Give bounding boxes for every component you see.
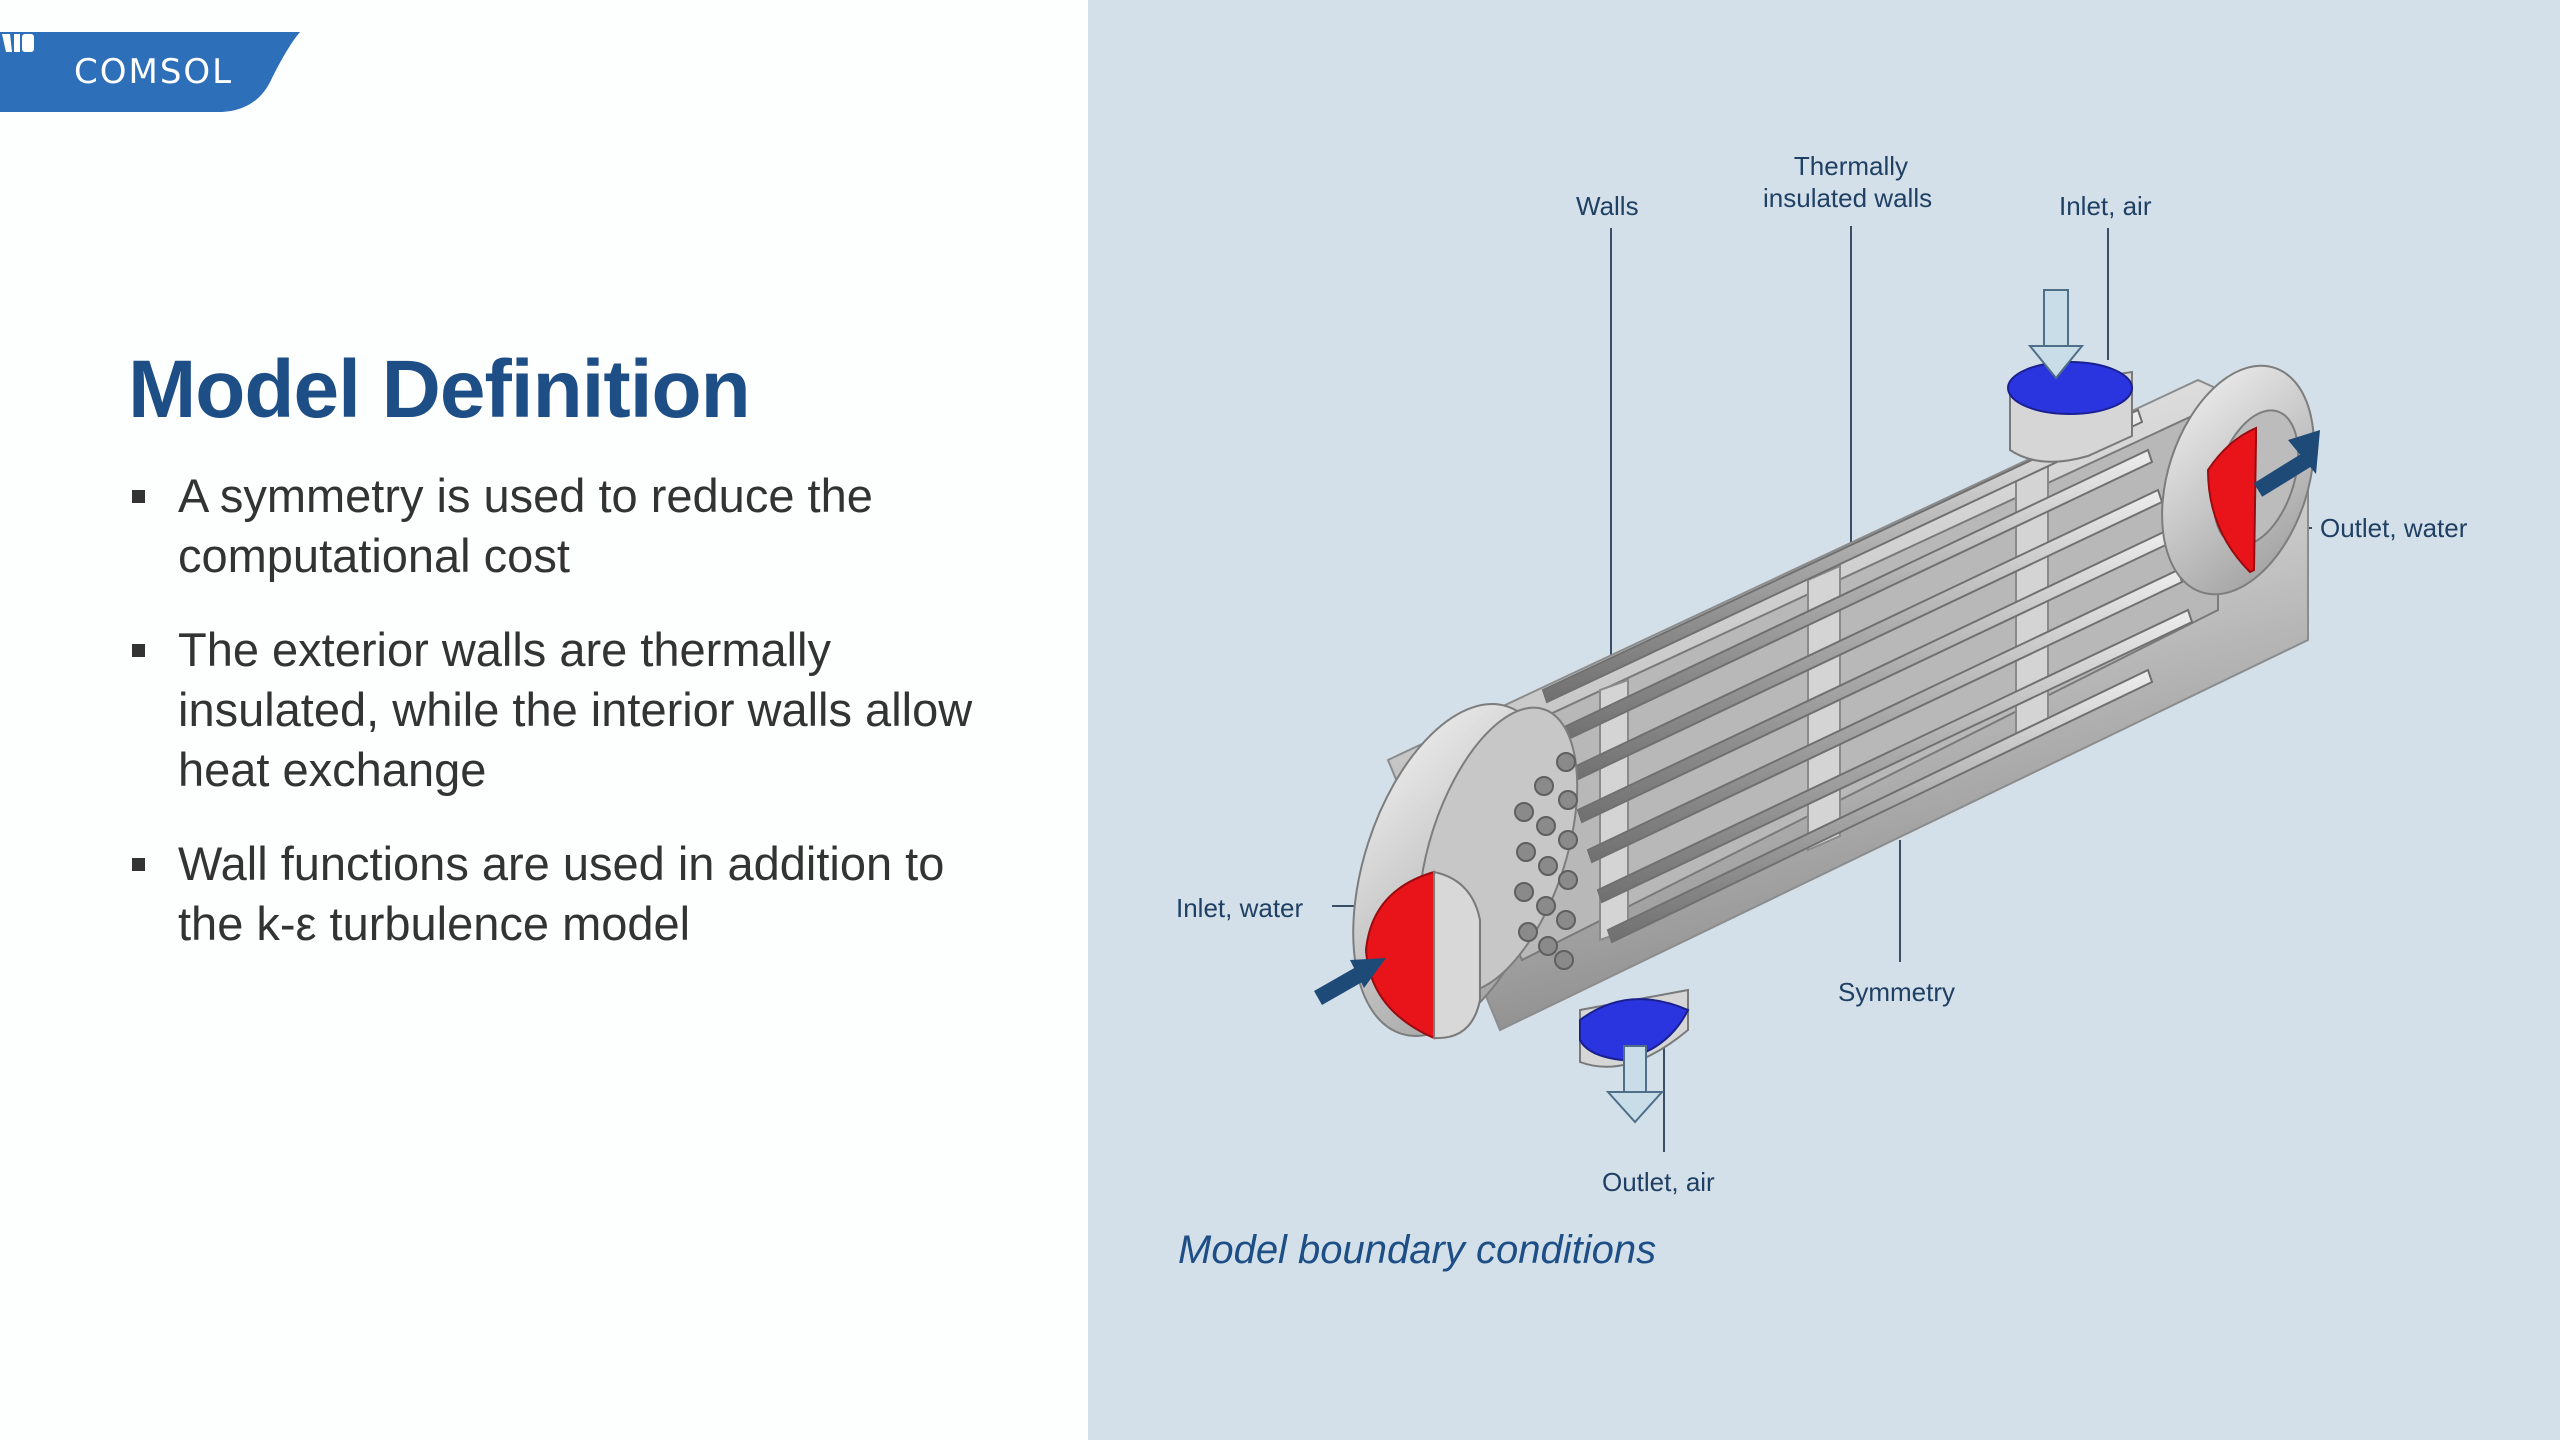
bullet-text: Wall functions are used in addition to t… bbox=[178, 837, 945, 950]
page-title: Model Definition bbox=[128, 344, 751, 435]
bullet-text: The exterior walls are thermally insulat… bbox=[178, 623, 973, 796]
inlet-air-nozzle bbox=[2007, 361, 2133, 463]
figure-panel: Walls Thermally insulated walls Inlet, a… bbox=[1088, 0, 2560, 1440]
outlet-air-arrow-icon bbox=[1605, 1045, 1665, 1124]
label-outlet-water: Outlet, water bbox=[2320, 513, 2468, 543]
label-inlet-air: Inlet, air bbox=[2059, 191, 2152, 221]
inlet-water-boundary bbox=[1364, 870, 1435, 1040]
label-outlet-air: Outlet, air bbox=[1602, 1167, 1715, 1197]
bullet-item: Wall functions are used in addition to t… bbox=[128, 834, 988, 954]
bullet-text: A symmetry is used to reduce the computa… bbox=[178, 469, 873, 582]
outlet-water-boundary bbox=[2206, 426, 2257, 574]
label-inlet-water: Inlet, water bbox=[1176, 893, 1304, 923]
bullet-square-icon bbox=[132, 490, 145, 503]
tube-sheet-holes bbox=[1514, 752, 1578, 970]
inlet-water-arrow-icon bbox=[1314, 958, 1386, 1005]
outlet-air-nozzle bbox=[1579, 988, 1690, 1068]
inlet-air-arrow-icon bbox=[2027, 289, 2085, 380]
bullet-item: The exterior walls are thermally insulat… bbox=[128, 620, 988, 800]
label-insulated-walls-line2: insulated walls bbox=[1763, 183, 1933, 213]
label-walls: Walls bbox=[1576, 191, 1639, 221]
logo-tab-shape bbox=[0, 32, 300, 112]
bullet-list: A symmetry is used to reduce the computa… bbox=[128, 466, 988, 988]
bullet-item: A symmetry is used to reduce the computa… bbox=[128, 466, 988, 586]
comsol-logo: COMSOL bbox=[0, 32, 300, 112]
bullet-square-icon bbox=[132, 858, 145, 871]
logo-text: COMSOL bbox=[74, 52, 234, 92]
comsol-mark-icon bbox=[2, 34, 34, 52]
bullet-square-icon bbox=[132, 644, 145, 657]
label-symmetry: Symmetry bbox=[1838, 977, 1955, 1007]
tube-bundle bbox=[1541, 408, 2194, 944]
label-insulated-walls-line1: Thermally bbox=[1793, 151, 1909, 181]
inlet-water-nozzle bbox=[1433, 870, 1481, 1040]
outlet-water-arrow-icon bbox=[2253, 430, 2320, 497]
figure-caption: Model boundary conditions bbox=[1178, 1228, 1657, 1272]
heat-exchanger-diagram bbox=[1314, 226, 2320, 1152]
